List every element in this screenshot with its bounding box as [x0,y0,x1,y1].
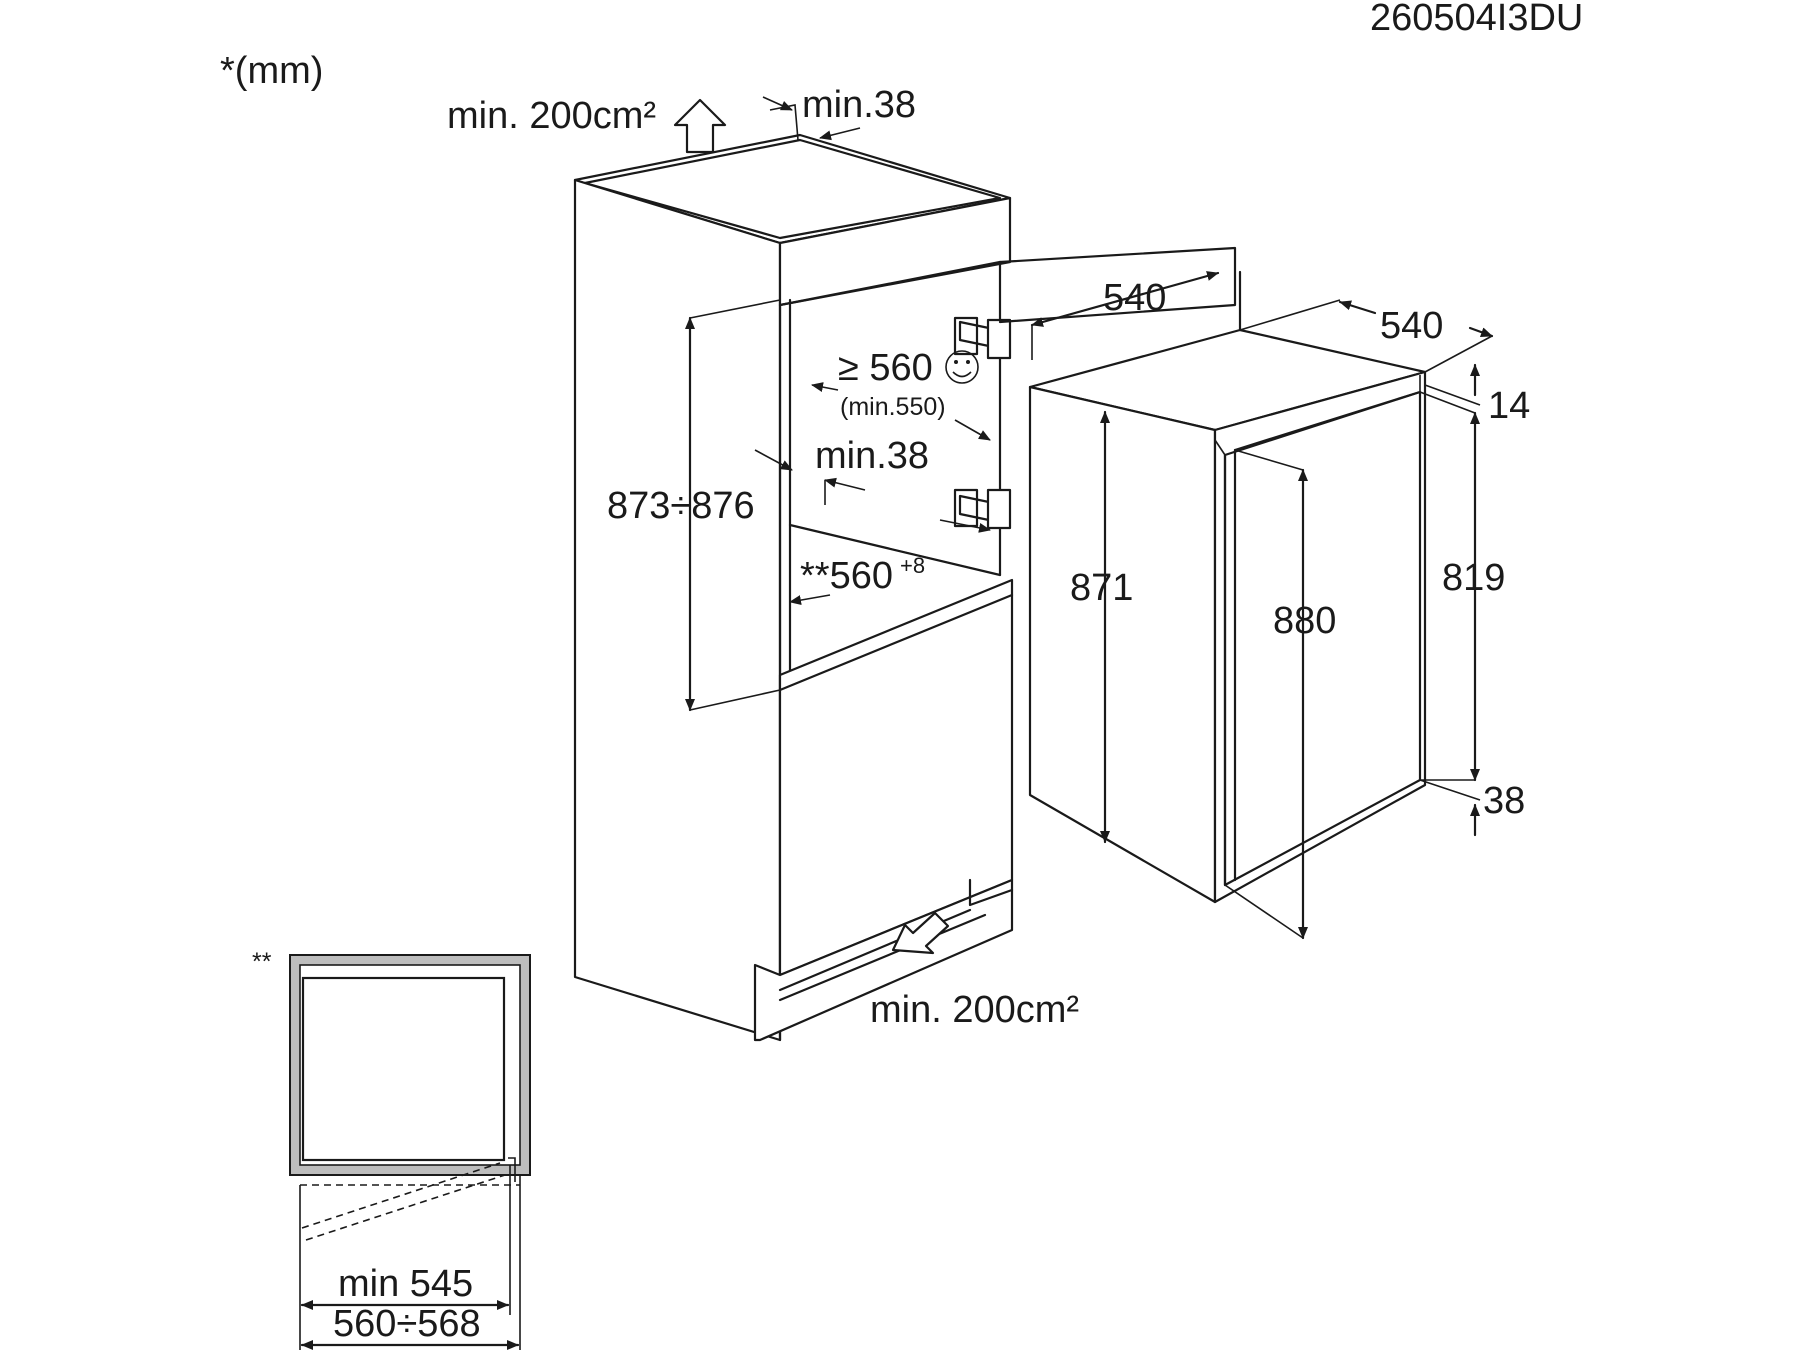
vent-top-label: min. 200cm² [447,95,656,137]
plan-view [289,954,531,1241]
niche-width-arrow-right [939,519,991,533]
depth-recommended-label: ≥ 560 [838,347,933,389]
niche-cabinet [573,133,1014,1042]
depth-arrow-right [1468,326,1494,338]
vent-bottom-label: min. 200cm² [870,989,1079,1031]
niche-width-label: **560 [800,555,893,597]
door-width-dimension [1030,271,1220,327]
depth-arrow-right [954,419,991,441]
depth-label: 540 [1380,305,1443,347]
side-gap-arrow [754,449,793,471]
top-gap-arrow [819,127,861,141]
niche-height-label: 873÷876 [607,485,755,527]
niche-width-tolerance: +8 [900,553,925,578]
plan-width-range-label: 560÷568 [333,1303,481,1345]
plan-min-width-label: min 545 [338,1263,473,1305]
door-height-label: 819 [1442,557,1505,599]
hinge-icon [953,316,1012,360]
top-gap-arrow [762,96,793,111]
side-gap-label: min.38 [815,435,929,477]
niche-width-arrow-left [789,594,831,606]
depth-arrow-left [811,382,839,392]
plan-marker: ** [252,948,272,976]
door-width-label: 540 [1103,277,1166,319]
drawing-code: 260504I3DU [1370,0,1583,39]
offset-top-label: 14 [1488,385,1530,427]
depth-min-label: (min.550) [840,393,946,421]
up-arrow-icon [673,98,727,154]
side-gap-arrow [824,477,866,491]
depth-arrow-left [1338,300,1377,315]
top-gap-label: min.38 [802,84,916,126]
appliance-body [998,246,1427,904]
airflow-arrow-icon [891,911,950,955]
height-body-label: 871 [1070,567,1133,609]
hinge-icon [953,488,1012,530]
offset-bottom-label: 38 [1483,780,1525,822]
smiley-icon [945,350,979,384]
top-gap-leader [769,104,799,141]
height-total-label: 880 [1273,600,1336,642]
units-note: *(mm) [220,50,323,92]
